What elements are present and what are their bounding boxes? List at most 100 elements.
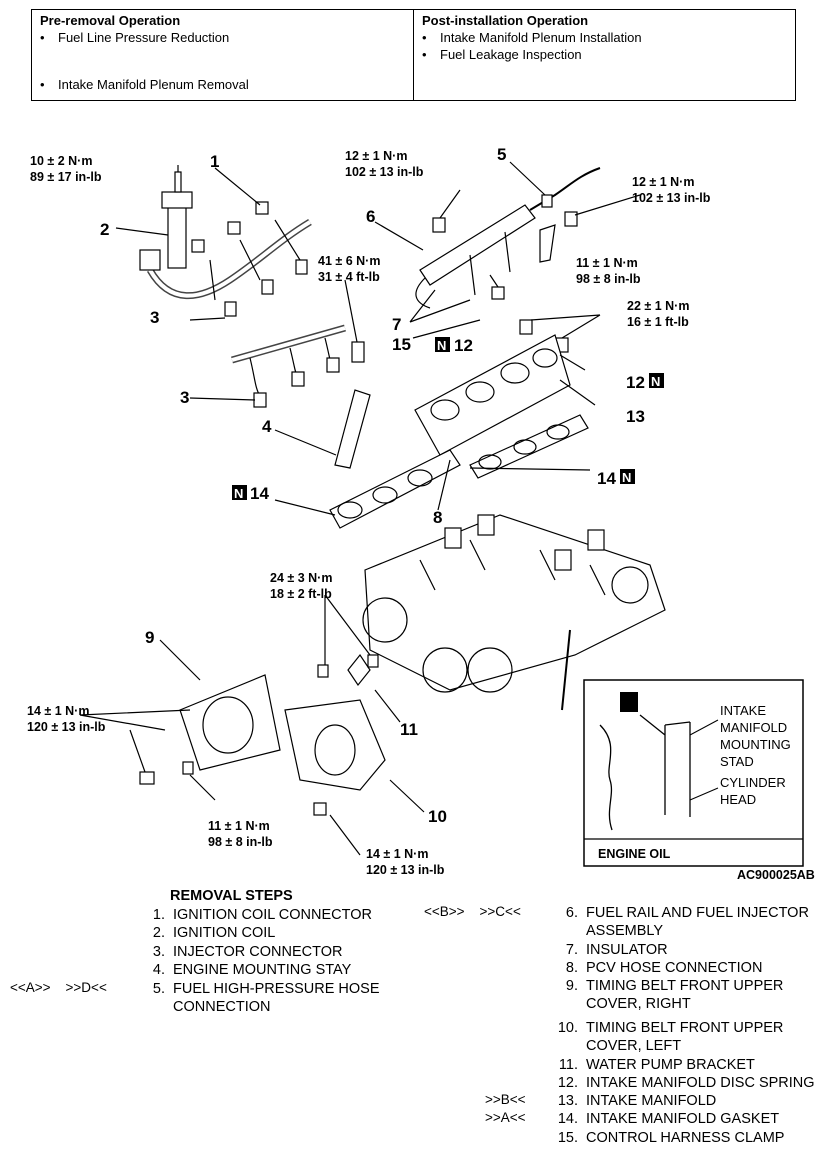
svg-text:N: N xyxy=(651,374,660,389)
removal-step: 15. CONTROL HARNESS CLAMP xyxy=(548,1129,785,1147)
removal-steps-title: REMOVAL STEPS xyxy=(170,888,293,904)
pre-removal-heading: Pre-removal Operation xyxy=(40,13,181,28)
svg-text:N: N xyxy=(437,338,446,353)
step-number: 8. xyxy=(565,960,578,976)
new-part-badge: N xyxy=(649,373,664,389)
engine-block xyxy=(364,514,666,691)
step-text: FUEL RAIL AND FUEL INJECTOR ASSEMBLY xyxy=(586,905,809,939)
step-text: IGNITION COIL CONNECTOR xyxy=(173,907,372,923)
post-installation-heading: Post-installation Operation xyxy=(422,13,589,28)
callout-10: 10 xyxy=(428,807,447,826)
inset-label-head: CYLINDER HEAD xyxy=(720,775,789,807)
removal-step: 1. IGNITION COIL CONNECTOR xyxy=(135,906,372,924)
removal-step: 9. TIMING BELT FRONT UPPER COVER, RIGHT xyxy=(548,977,783,1013)
step-text: INTAKE MANIFOLD GASKET xyxy=(586,1111,780,1127)
pre-removal-item: •Fuel Line Pressure Reduction xyxy=(40,30,230,45)
step-text: INJECTOR CONNECTOR xyxy=(173,944,343,960)
step-number: 10. xyxy=(557,1020,578,1036)
removal-step: 12. INTAKE MANIFOLD DISC SPRING xyxy=(548,1074,815,1092)
removal-step: 13.INTAKE MANIFOLD xyxy=(548,1092,716,1110)
fuel-rail-part xyxy=(419,204,536,286)
removal-step: 2. IGNITION COIL xyxy=(135,924,275,942)
mounting-stay-part xyxy=(334,389,371,469)
callout-11: 11 xyxy=(400,720,418,739)
step-procedure-code: <<B>> >>C<< xyxy=(424,904,521,919)
svg-text:N: N xyxy=(234,486,243,501)
step-number: 5. xyxy=(152,981,165,997)
callout-12: 12 xyxy=(454,336,473,355)
removal-step: 14. INTAKE MANIFOLD GASKET xyxy=(548,1110,779,1128)
removal-step: 7. INSULATOR xyxy=(548,941,668,959)
step-text: INTAKE MANIFOLD xyxy=(586,1093,717,1109)
step-number: 14. xyxy=(557,1111,578,1127)
operations-table: Pre-removal Operation •Fuel Line Pressur… xyxy=(31,9,796,101)
callout-8: 8 xyxy=(433,508,442,527)
callout-12: 12 xyxy=(626,373,645,392)
step-number: 9. xyxy=(565,978,578,994)
step-number: 7. xyxy=(565,942,578,958)
step-text: TIMING BELT FRONT UPPER COVER, RIGHT xyxy=(586,978,784,1012)
post-installation-column: Post-installation Operation •Intake Mani… xyxy=(413,10,795,100)
removal-step: 5. FUEL HIGH-PRESSURE HOSE CONNECTION xyxy=(135,980,380,1016)
inset-caption: ENGINE OIL xyxy=(598,847,671,861)
step-text: WATER PUMP BRACKET xyxy=(586,1057,755,1073)
callout-6: 6 xyxy=(366,207,375,226)
callout-14: 14 xyxy=(597,469,616,488)
step-text: PCV HOSE CONNECTION xyxy=(586,960,763,976)
cover-right-part xyxy=(179,674,281,771)
pre-removal-item: •Intake Manifold Plenum Removal xyxy=(40,77,249,92)
inset-label-stud: INTAKE MANIFOLD MOUNTING STAD xyxy=(720,703,794,769)
gasket-part xyxy=(329,449,461,529)
new-part-badge: N xyxy=(620,469,635,485)
post-installation-item: •Intake Manifold Plenum Installation xyxy=(422,30,642,45)
removal-step: 4. ENGINE MOUNTING STAY xyxy=(135,961,351,979)
callout-14: 14 xyxy=(250,484,269,503)
step-number: 4. xyxy=(152,962,165,978)
callout-13: 13 xyxy=(626,407,645,426)
figure-id: AC900025AB xyxy=(737,868,815,880)
step-text: IGNITION COIL xyxy=(173,925,276,941)
step-text: INTAKE MANIFOLD DISC SPRING xyxy=(586,1075,815,1091)
intake-manifold-part xyxy=(414,334,571,456)
svg-text:N: N xyxy=(622,470,631,485)
removal-step: 6.FUEL RAIL AND FUEL INJECTOR ASSEMBLY xyxy=(548,904,809,940)
removal-step: 10.TIMING BELT FRONT UPPER COVER, LEFT xyxy=(548,1019,784,1055)
step-procedure-code: >>A<< xyxy=(485,1110,526,1125)
removal-step: 11. WATER PUMP BRACKET xyxy=(548,1056,755,1074)
step-number: 1. xyxy=(152,907,165,923)
step-text: INSULATOR xyxy=(586,942,668,958)
step-text: FUEL HIGH-PRESSURE HOSE CONNECTION xyxy=(173,981,380,1015)
step-text: CONTROL HARNESS CLAMP xyxy=(586,1130,785,1146)
callout-2: 2 xyxy=(100,220,109,239)
callout-9: 9 xyxy=(145,628,154,647)
step-number: 12. xyxy=(557,1075,578,1091)
engine-oil-inset: INTAKE MANIFOLD MOUNTING STAD CYLINDER H… xyxy=(583,679,804,867)
connector-part xyxy=(139,249,161,271)
step-number: 2. xyxy=(152,925,165,941)
callout-4: 4 xyxy=(262,417,272,436)
post-installation-item: •Fuel Leakage Inspection xyxy=(422,47,582,62)
removal-step: 8. PCV HOSE CONNECTION xyxy=(548,959,763,977)
new-part-badge: N xyxy=(435,337,450,353)
callout-3: 3 xyxy=(150,308,159,327)
callout-3: 3 xyxy=(180,388,189,407)
step-procedure-code: >>B<< xyxy=(485,1092,526,1107)
callout-1: 1 xyxy=(210,152,219,171)
step-number: 15. xyxy=(557,1130,578,1146)
step-procedure-code: <<A>> >>D<< xyxy=(10,980,107,995)
step-text: ENGINE MOUNTING STAY xyxy=(173,962,352,978)
cover-left-part xyxy=(284,699,386,791)
callout-15: 15 xyxy=(392,335,411,354)
step-number: 11. xyxy=(558,1057,578,1073)
step-number: 3. xyxy=(152,944,165,960)
